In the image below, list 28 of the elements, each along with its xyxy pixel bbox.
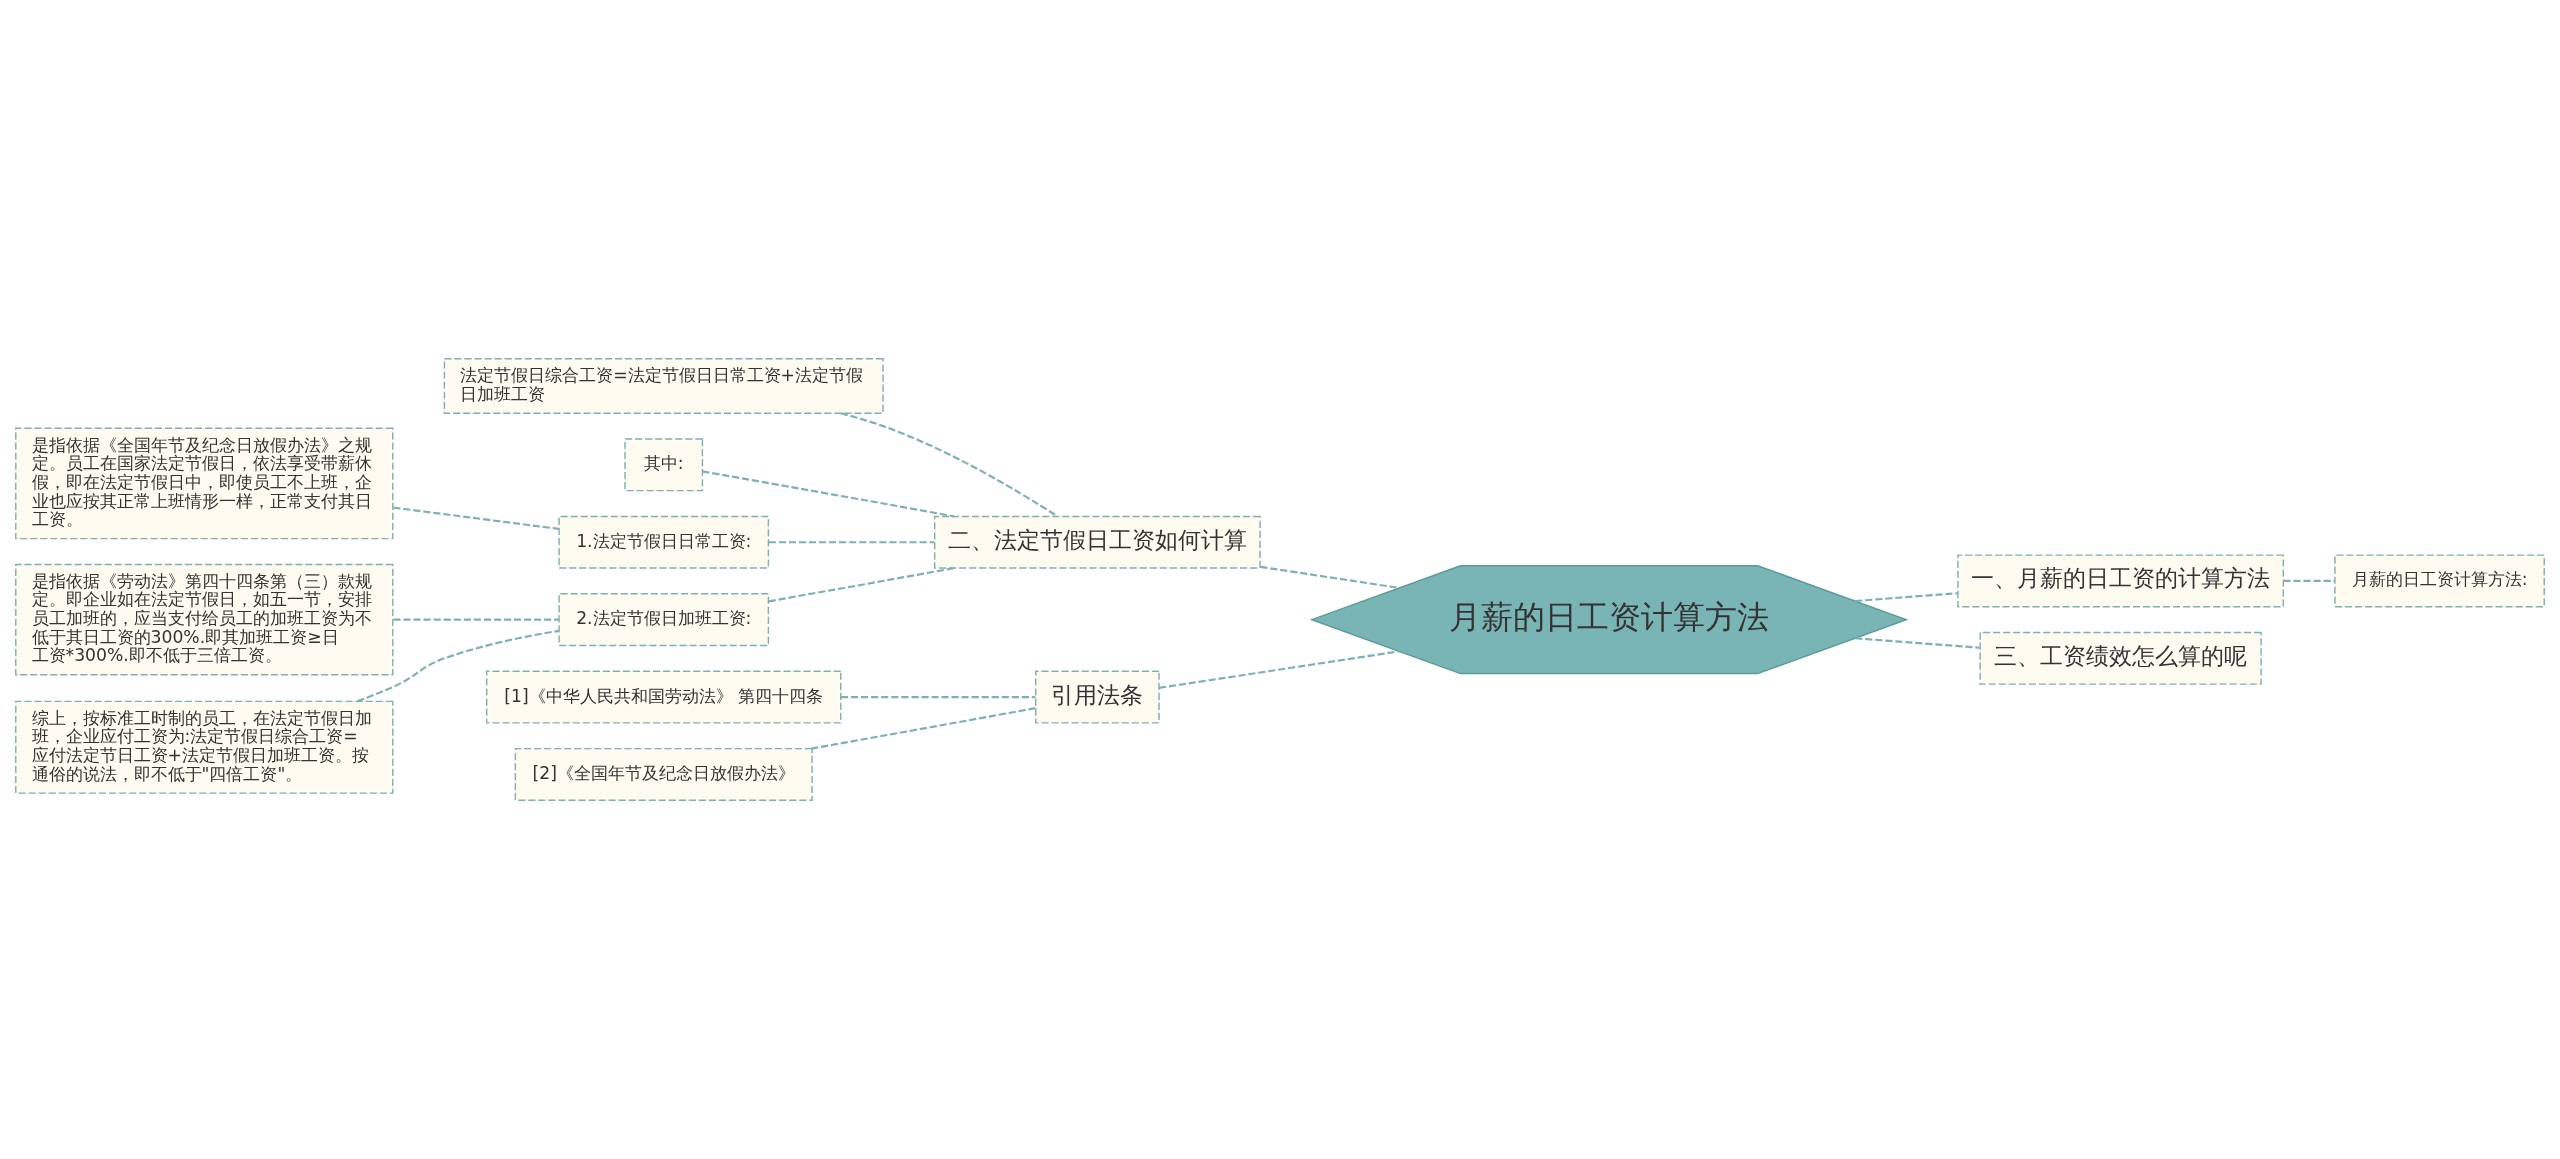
connector xyxy=(768,567,955,603)
connector xyxy=(840,412,1058,518)
connector xyxy=(810,707,1036,750)
node-box: [1]《中华人民共和国劳动法》 第四十四条 xyxy=(485,670,842,724)
connector xyxy=(768,541,935,544)
node-box: 三、工资绩效怎么算的呢 xyxy=(1979,631,2262,685)
node-box: 1.法定节假日日常工资: xyxy=(558,515,770,569)
node-box: 2.法定节假日加班工资: xyxy=(558,593,770,647)
connector xyxy=(1855,592,1958,603)
node-box: 其中: xyxy=(624,438,704,492)
node-box: 引用法条 xyxy=(1035,670,1160,724)
connector xyxy=(702,470,955,518)
node-box: 一、月薪的日工资的计算方法 xyxy=(1957,554,2285,608)
connector xyxy=(2283,579,2335,582)
connector xyxy=(1855,637,1980,649)
node-box: 月薪的日工资计算方法: xyxy=(2334,554,2545,608)
connector xyxy=(1159,650,1399,689)
connector xyxy=(393,618,559,621)
node-box: 法定节假日综合工资=法定节假日日常工资+法定节假日加班工资 xyxy=(443,358,884,414)
node-box: 是指依据《全国年节及纪念日放假办法》之规定。员工在国家法定节假日，依法享受带薪休假，即在法定节假日中，即使员工不上班，企业也应按其正常上班情形一样，正常支付其日工资。 xyxy=(15,427,394,540)
connector xyxy=(1260,565,1399,589)
connector xyxy=(841,695,1036,699)
node-box: 综上，按标准工时制的员工，在法定节假日加班，企业应付工资为:法定节假日综合工资=应付法定节日工资+法定节假日加班工资。按通俗的说法，即不低于"四倍工资"。 xyxy=(15,700,394,794)
connector xyxy=(393,506,560,530)
node-box: [2]《全国年节及纪念日放假办法》 xyxy=(514,747,813,801)
node-box: 二、法定节假日工资如何计算 xyxy=(933,515,1261,569)
node-box: 是指依据《劳动法》第四十四条第（三）款规定。即企业如在法定节假日，如五一节，安排员工加班的，应当支付给员工的加班工资为不低于其日工资的300%.即其加班工资≥日工资*300%.即不低于三倍工资。 xyxy=(15,563,394,676)
connector xyxy=(356,629,560,703)
